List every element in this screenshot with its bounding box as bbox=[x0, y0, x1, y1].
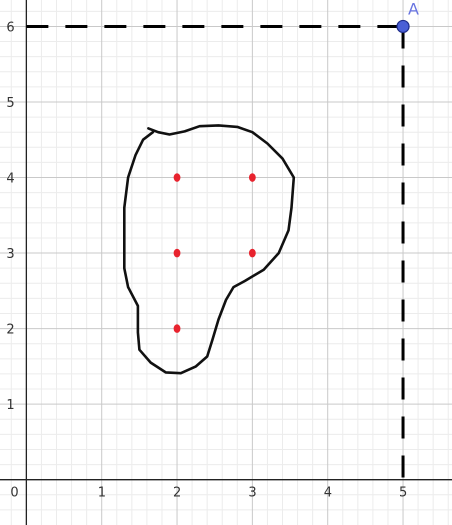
freehand-curve-layer bbox=[123, 124, 296, 375]
x-tick-label: 2 bbox=[173, 486, 181, 501]
y-tick-labels: 1 2 3 4 5 6 bbox=[6, 20, 14, 413]
point-a-layer: A bbox=[396, 0, 419, 34]
y-tick-label: 3 bbox=[6, 247, 14, 262]
red-points-layer bbox=[173, 173, 256, 333]
x-tick-label: 1 bbox=[98, 486, 106, 501]
y-tick-label: 1 bbox=[6, 398, 14, 413]
x-tick-label: 3 bbox=[248, 486, 256, 501]
x-tick-label: 5 bbox=[399, 486, 407, 501]
y-tick-label: 6 bbox=[6, 20, 14, 35]
red-point bbox=[173, 248, 181, 258]
red-point bbox=[248, 173, 256, 182]
x-tick-label: 4 bbox=[324, 486, 332, 501]
y-tick-label: 4 bbox=[6, 172, 14, 187]
red-point bbox=[248, 248, 256, 258]
red-point bbox=[173, 173, 181, 182]
point-a-marker bbox=[396, 19, 410, 34]
y-tick-label: 5 bbox=[6, 96, 14, 111]
x-tick-labels: 0 1 2 3 4 5 bbox=[10, 486, 407, 501]
freehand-curve bbox=[123, 124, 296, 375]
y-tick-label: 2 bbox=[6, 323, 14, 338]
x-tick-label: 0 bbox=[10, 486, 18, 501]
dashed-guides bbox=[26, 24, 405, 480]
red-point bbox=[173, 324, 181, 333]
point-a-label: A bbox=[408, 0, 419, 18]
